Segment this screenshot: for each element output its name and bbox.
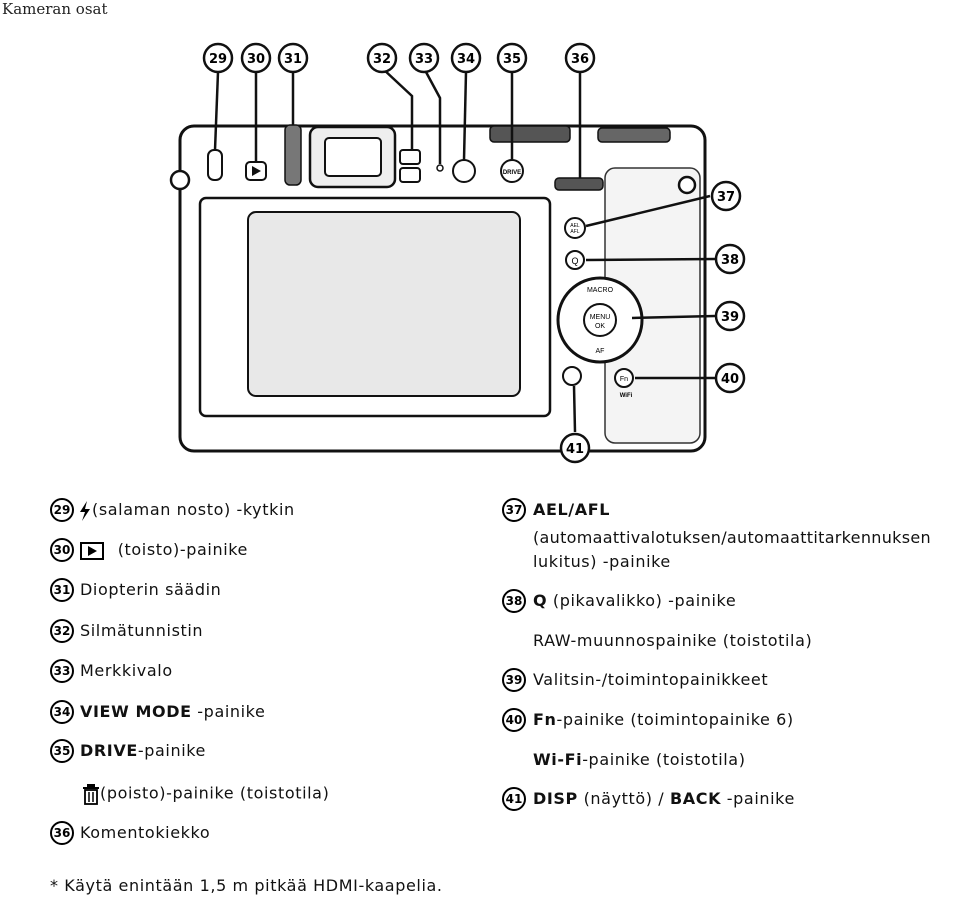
af-label: AF xyxy=(596,348,605,355)
q-label: Q xyxy=(571,256,578,266)
ael-label: AEL xyxy=(570,223,580,229)
footnote: * Käytä enintään 1,5 m pitkää HDMI-kaape… xyxy=(50,876,443,895)
callout-36: 36 xyxy=(564,42,596,74)
callout-37: 37 xyxy=(710,180,742,212)
indicator-lamp xyxy=(436,164,444,172)
disp-back-button xyxy=(562,366,582,386)
ok-label: OK xyxy=(595,323,605,330)
badge-33: 33 xyxy=(50,659,74,683)
svg-text:40: 40 xyxy=(721,372,739,387)
svg-text:32: 32 xyxy=(373,52,391,67)
play-icon xyxy=(80,541,104,560)
menu-ok-button xyxy=(583,303,617,337)
list-item-35: DRIVE-painike xyxy=(80,741,206,760)
macro-label: MACRO xyxy=(587,287,614,294)
svg-text:31: 31 xyxy=(284,52,302,67)
list-item-40-wifi: Wi-Fi-painike (toistotila) xyxy=(533,750,746,769)
fn-button xyxy=(614,368,634,388)
view-mode-button xyxy=(452,159,476,183)
svg-text:41: 41 xyxy=(566,442,584,457)
list-item-35-erase: (poisto)-painike (toistotila) xyxy=(82,783,329,805)
drive-label: DRIVE xyxy=(503,170,521,176)
badge-39: 39 xyxy=(502,668,526,692)
callout-30: 30 xyxy=(240,42,272,74)
trash-icon xyxy=(83,784,99,805)
badge-35: 35 xyxy=(50,739,74,763)
svg-text:39: 39 xyxy=(721,310,739,325)
badge-41: 41 xyxy=(502,787,526,811)
list-item-40: Fn-painike (toimintopainike 6) xyxy=(533,710,794,729)
callout-33: 33 xyxy=(408,42,440,74)
list-item-33: Merkkivalo xyxy=(80,661,173,680)
list-item-31: Diopterin säädin xyxy=(80,580,222,599)
afl-label: AFL xyxy=(570,229,579,235)
badge-30: 30 xyxy=(50,538,74,562)
badge-40: 40 xyxy=(502,708,526,732)
callout-badges: 29 30 31 32 33 34 35 36 37 38 39 40 41 xyxy=(202,42,746,464)
badge-31: 31 xyxy=(50,578,74,602)
svg-text:37: 37 xyxy=(717,190,735,205)
eye-sensor xyxy=(399,149,421,165)
callout-29: 29 xyxy=(202,42,234,74)
list-item-37-desc-1: (automaattivalotuksen/automaattitarkennu… xyxy=(533,528,931,547)
camera-back-illustration: DRIVE AEL AFL Q MENU OK MACRO AF Fn WiFi… xyxy=(169,42,746,464)
list-item-38: Q (pikavalikko) -painike xyxy=(533,591,737,610)
svg-text:33: 33 xyxy=(415,52,433,67)
badge-34: 34 xyxy=(50,700,74,724)
svg-text:29: 29 xyxy=(209,52,227,67)
badge-36: 36 xyxy=(50,821,74,845)
list-item-32: Silmätunnistin xyxy=(80,621,204,640)
svg-text:35: 35 xyxy=(503,52,521,67)
callout-40: 40 xyxy=(714,362,746,394)
list-item-30: (toisto)-painike xyxy=(80,540,248,560)
top-dial-1 xyxy=(489,125,571,143)
svg-text:38: 38 xyxy=(721,253,739,268)
callout-38: 38 xyxy=(714,243,746,275)
fn-label: Fn xyxy=(620,376,628,383)
flash-switch xyxy=(207,149,223,181)
wifi-label: WiFi xyxy=(620,393,633,399)
callout-39: 39 xyxy=(714,300,746,332)
callout-32: 32 xyxy=(366,42,398,74)
svg-text:34: 34 xyxy=(457,52,475,67)
list-item-37: AEL/AFL xyxy=(533,500,611,519)
list-item-39: Valitsin-/toimintopainikkeet xyxy=(533,670,769,689)
strap-lug-left xyxy=(169,169,191,191)
list-item-38-raw: RAW-muunnospainike (toistotila) xyxy=(533,631,813,650)
badge-29: 29 xyxy=(50,498,74,522)
top-dial-2 xyxy=(597,127,671,143)
menu-label: MENU xyxy=(590,314,611,321)
list-item-34: VIEW MODE -painike xyxy=(80,702,266,721)
svg-text:36: 36 xyxy=(571,52,589,67)
list-item-41: DISP (näyttö) / BACK -painike xyxy=(533,789,795,808)
list-item-29: (salaman nosto) -kytkin xyxy=(78,500,295,521)
list-item-37-desc-2: lukitus) -painike xyxy=(533,552,671,571)
svg-text:30: 30 xyxy=(247,52,265,67)
strap-lug-right xyxy=(677,175,697,195)
callout-31: 31 xyxy=(277,42,309,74)
callout-34: 34 xyxy=(450,42,482,74)
badge-32: 32 xyxy=(50,619,74,643)
callout-35: 35 xyxy=(496,42,528,74)
ael-afl-button xyxy=(564,217,586,239)
page-header: Kameran osat xyxy=(2,0,108,18)
list-item-36: Komentokiekko xyxy=(80,823,211,842)
badge-37: 37 xyxy=(502,498,526,522)
flash-icon xyxy=(80,500,90,521)
lcd-screen xyxy=(247,211,521,397)
q-button xyxy=(565,250,585,270)
badge-38: 38 xyxy=(502,589,526,613)
diopter-dial xyxy=(284,124,302,186)
callout-41: 41 xyxy=(559,432,591,464)
command-dial xyxy=(554,177,604,191)
